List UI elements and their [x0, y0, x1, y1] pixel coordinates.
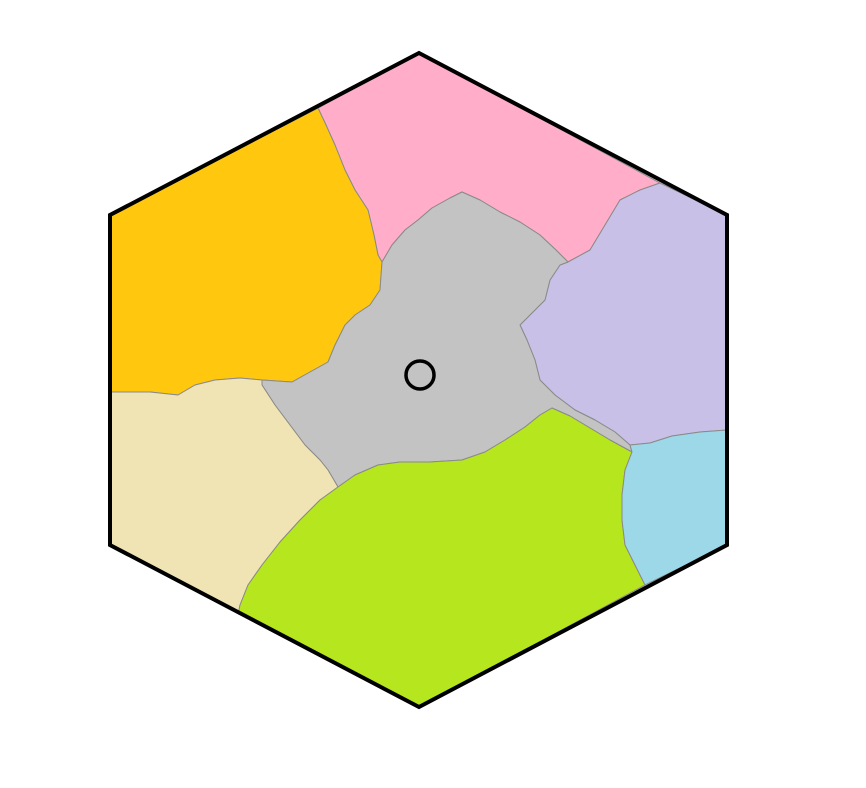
region-lower-right: [621, 429, 727, 586]
hexagon-border: [108, 50, 729, 710]
center-marker: [404, 359, 436, 391]
regions-group: [110, 53, 727, 707]
